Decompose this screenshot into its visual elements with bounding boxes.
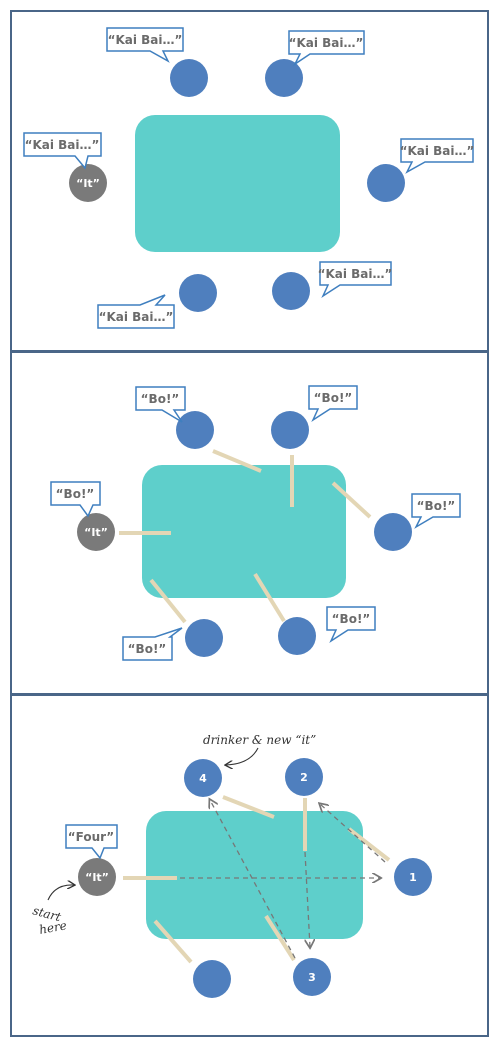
speech-bubble: “Bo!” [326, 606, 376, 644]
annotation-new-it: drinker & new “it” [203, 733, 316, 747]
svg-text:“Bo!”: “Bo!” [56, 487, 95, 501]
player [293, 958, 331, 996]
table [146, 811, 363, 939]
it-player [77, 513, 115, 551]
player [185, 619, 223, 657]
table [135, 115, 340, 252]
annotation-here: here [38, 918, 68, 937]
player [367, 164, 405, 202]
speech-bubble: “Four” [65, 824, 118, 860]
speech-bubble: “Bo!” [308, 385, 358, 423]
svg-text:“Kai Bai…”: “Kai Bai…” [99, 310, 174, 324]
svg-text:“Bo!”: “Bo!” [141, 392, 180, 406]
player [271, 411, 309, 449]
speech-bubble: “Bo!” [122, 627, 183, 661]
panel-2: “It” “Bo!” “Bo!” “Bo!” “Bo!” “Bo!” “Bo!” [10, 351, 489, 695]
svg-text:“Kai Bai…”: “Kai Bai…” [289, 36, 364, 50]
it-label: “It” [76, 177, 100, 190]
svg-text:“Bo!”: “Bo!” [314, 391, 353, 405]
speech-bubble: “Kai Bai…” [400, 138, 475, 174]
it-label: “It” [84, 526, 108, 539]
svg-text:“Bo!”: “Bo!” [332, 612, 371, 626]
speech-bubble: “Kai Bai…” [23, 132, 102, 170]
svg-text:“Kai Bai…”: “Kai Bai…” [318, 267, 393, 281]
svg-text:“Bo!”: “Bo!” [417, 499, 456, 513]
player [272, 272, 310, 310]
annotation-arrow [226, 747, 259, 765]
player [278, 617, 316, 655]
player [184, 759, 222, 797]
speech-bubble: “Kai Bai…” [106, 27, 184, 63]
svg-text:“Four”: “Four” [68, 830, 114, 844]
svg-text:“Kai Bai…”: “Kai Bai…” [25, 138, 100, 152]
speech-bubble: “Kai Bai…” [97, 294, 175, 329]
it-player [69, 164, 107, 202]
svg-text:“Kai Bai…”: “Kai Bai…” [108, 33, 183, 47]
it-player [78, 858, 116, 896]
panel-1: “It” “Kai Bai…” “Kai Bai…” “Kai Bai…” “K… [10, 10, 489, 352]
player-number: 3 [308, 971, 316, 984]
speech-bubble: “Kai Bai…” [318, 261, 393, 299]
chopsticks [119, 449, 372, 624]
player-number: 4 [199, 772, 207, 785]
player [394, 858, 432, 896]
player-number: 1 [409, 871, 417, 884]
player [265, 59, 303, 97]
player [193, 960, 231, 998]
svg-text:“Kai Bai…”: “Kai Bai…” [400, 144, 475, 158]
speech-bubble: “Kai Bai…” [288, 30, 365, 67]
player [285, 758, 323, 796]
player [176, 411, 214, 449]
speech-bubble: “Bo!” [135, 386, 186, 423]
svg-text:“Bo!”: “Bo!” [128, 642, 167, 656]
speech-bubble: “Bo!” [411, 493, 461, 529]
player [170, 59, 208, 97]
it-label: “It” [85, 871, 109, 884]
table [142, 465, 346, 598]
panel-3: 4 2 1 3 “It” “Four” drinker & new “it” s… [10, 694, 489, 1037]
annotation-arrow [47, 885, 74, 901]
pointing-arrows [180, 800, 386, 959]
player-number: 2 [300, 771, 308, 784]
player [179, 274, 217, 312]
player [374, 513, 412, 551]
speech-bubble: “Bo!” [50, 481, 101, 518]
chopsticks [123, 795, 391, 964]
